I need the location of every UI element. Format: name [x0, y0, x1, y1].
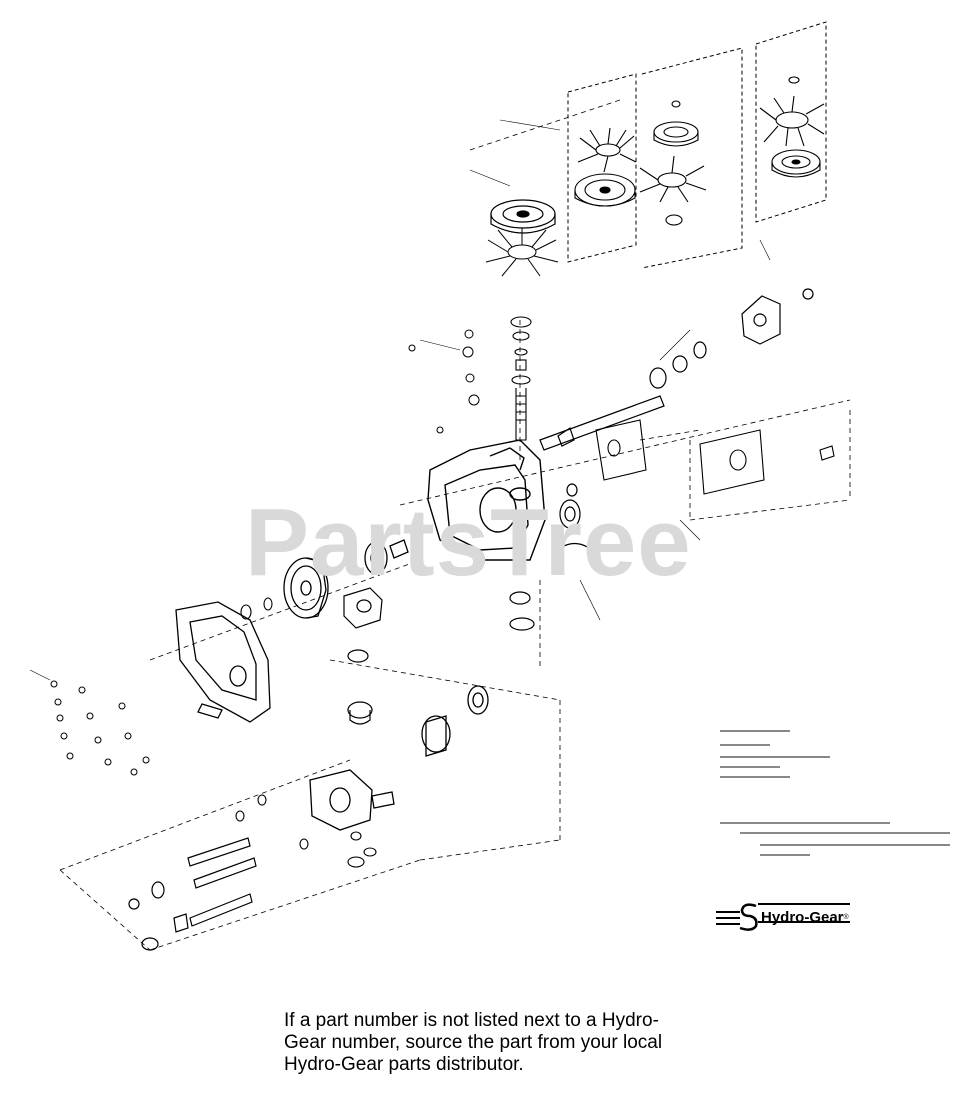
leader-lines: [29, 119, 771, 681]
footnote: If a part number is not listed next to a…: [284, 1010, 724, 1076]
washers-left: [240, 597, 273, 620]
fan-group-2-parts: [639, 100, 707, 226]
small-hardware-upper: [408, 329, 480, 434]
shafts-lower-left: [128, 837, 257, 951]
fan-group-frame-3: [755, 21, 827, 223]
hydro-gear-logo: Hydro-Gear ®: [715, 900, 849, 934]
pulley-left: [490, 199, 556, 234]
hydro-gear-s-icon: [739, 903, 758, 931]
center-block: [343, 587, 383, 629]
large-gear: [283, 557, 329, 619]
swashplate: [347, 701, 373, 725]
piston-block: [421, 715, 451, 757]
fan-group-1-parts: [574, 127, 637, 207]
hydro-gear-logo-mark: [716, 903, 850, 925]
footnote-line-2: Gear number, source the part from your l…: [284, 1032, 663, 1053]
logo-trademark: ®: [843, 913, 849, 921]
bolt-column-left: [50, 680, 150, 776]
fan-group-3-parts: [759, 76, 825, 178]
fan-left: [485, 228, 559, 277]
end-cover-left: [175, 601, 271, 723]
footnote-line-3: Hydro-Gear parts distributor.: [284, 1054, 524, 1075]
fan-group-frame-1: [567, 73, 637, 263]
bearing-lower: [467, 685, 489, 715]
bearing-set-mid: [559, 483, 599, 557]
faint-callout-marks: [720, 730, 950, 856]
input-shaft-stack: [510, 316, 532, 441]
lower-small-parts: [235, 794, 377, 868]
fan-group-frame-2: [641, 47, 743, 269]
main-housing: [427, 439, 546, 561]
side-cover-right: [595, 419, 835, 495]
footnote-line-1: If a part number is not listed next to a…: [284, 1010, 659, 1031]
logo-brand: Hydro-Gear: [761, 908, 844, 926]
axle-shaft: [539, 288, 814, 451]
watermark-text: PartsTree: [245, 489, 692, 596]
small-gear: [364, 539, 409, 575]
pump-housing-lower: [309, 769, 395, 831]
seal-center: [347, 591, 535, 663]
